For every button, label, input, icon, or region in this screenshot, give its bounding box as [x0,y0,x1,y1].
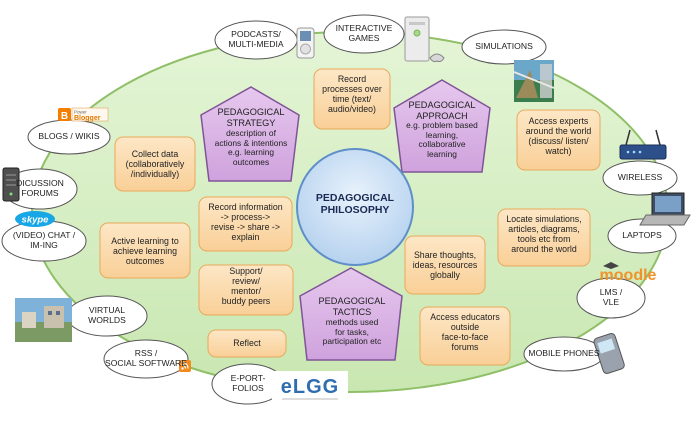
wireless-label: WIRELESS [617,172,663,182]
box-locate-simulations [497,208,591,267]
collect-data-label: Collect data (collaboratively /individua… [125,149,185,180]
box-access-educators [419,306,511,366]
box-record-information [198,196,293,252]
tactics-body: methods used for tasks, participation et… [322,317,382,347]
pentagon-strategy [200,86,300,182]
blogs-label: BLOGS / WIKIS [38,131,100,141]
server-icon [2,167,20,202]
box-access-experts [516,109,601,171]
eportfolios-label: E-PORT- FOLIOS [230,373,266,393]
lms-label: LMS / VLE [599,287,623,307]
box-support [198,264,294,316]
oval-rss [103,339,189,379]
box-share-thoughts [404,235,486,295]
skype-logo-icon: skype [15,211,55,227]
mobile-phone-icon [593,333,625,374]
support-label: Support/ review/ mentor/ buddy peers [221,266,271,307]
record-information-label: Record information -> process-> revise -… [208,202,283,243]
share-thoughts-label: Share thoughts, ideas, resources globall… [412,250,478,281]
oval-interactive-games [323,14,405,54]
box-active-learning [99,222,191,279]
moodle-logo-text: moodle [600,267,657,284]
locate-simulations-label: Locate simulations, articles, diagrams, … [506,214,582,255]
elgg-logo-text: eLGG [281,376,339,398]
mobile-phones-label: MOBILE PHONES [528,348,600,358]
blogger-logo-text: Blogger [74,115,101,122]
laptops-label: LAPTOPS [622,230,662,240]
center-label: PEDAGOGICAL PHILOSOPHY [315,192,395,217]
oval-simulations [461,29,547,65]
video-chat-label: (VIDEO) CHAT / IM-ING [12,230,76,250]
virtual-world-screenshot-icon [15,298,72,342]
access-experts-label: Access experts around the world (discuss… [525,116,592,157]
box-reflect [207,329,287,358]
game-console-icon [404,16,445,63]
approach-title: PEDAGOGICAL APPROACH [408,100,476,121]
reflect-label: Reflect [233,338,261,348]
rss-icon [179,360,191,372]
discussion-forums-label: DICUSSION FORUMS [16,178,64,198]
pentagon-approach [393,79,491,173]
podcasts-label: PODCASTS/ MULTI-MEDIA [228,29,284,49]
wireless-router-icon [619,129,667,160]
tactics-title: PEDAGOGICAL TACTICS [318,296,386,317]
approach-body: e.g. problem based learning, collaborati… [406,120,478,159]
box-record-processes [313,68,391,130]
blogger-power-text: Power [74,110,87,115]
simulations-label: SIMULATIONS [475,41,533,51]
interactive-games-label: INTERACTIVE GAMES [335,23,393,43]
strategy-body: description of actions & intentions e.g.… [214,128,288,167]
laptop-icon [639,192,691,226]
moodle-logo-icon: moodle [600,262,657,284]
simulation-screenshot-icon [513,60,555,102]
pentagon-tactics [299,267,403,361]
oval-lms [576,277,646,319]
skype-logo-text: skype [22,215,50,226]
active-learning-label: Active learning to achieve learning outc… [111,236,179,267]
ipod-icon [296,27,315,59]
access-educators-label: Access educators outside face-to-face fo… [430,312,500,353]
blogger-logo-icon: B Power Blogger [58,107,109,122]
oval-wireless [602,160,678,196]
rss-label: RSS / SOCIAL SOFTWARE [105,348,187,368]
strategy-title: PEDAGOGICAL STRATEGY [217,107,285,128]
oval-laptops [607,218,677,254]
record-processes-label: Record processes over time (text/ audio/… [322,74,382,115]
elgg-logo-icon: eLGG [272,371,348,405]
box-collect-data [114,136,196,192]
center-circle [296,148,414,266]
virtual-worlds-label: VIRTUAL WORLDS [88,305,126,325]
svg-text:B: B [61,111,68,122]
